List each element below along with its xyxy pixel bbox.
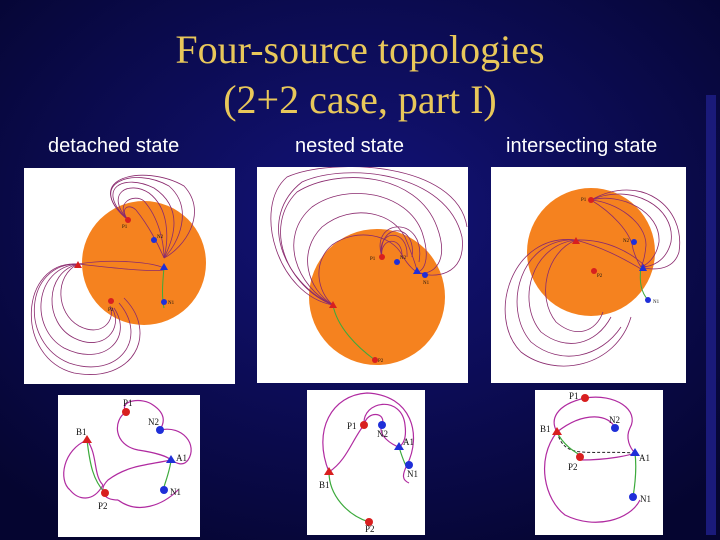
sim-label-n2: N2 (157, 235, 164, 240)
simulation-nested: P1 N2 N1 P2 (257, 167, 468, 383)
diagram-field-lines (63, 399, 192, 509)
sim-label-n1: N1 (168, 301, 175, 306)
sim-label-p1: P1 (581, 198, 587, 203)
sim-label-n1: N1 (653, 300, 660, 305)
slide-title-line2: (2+2 case, part I) (223, 77, 497, 122)
diagram-detached: P1 N2 B1 A1 P2 N1 (58, 395, 200, 537)
label-p2: P2 (98, 501, 108, 511)
sim-label-p1: P1 (370, 257, 376, 262)
field-lines-inner (379, 226, 421, 263)
diagram-intersecting: P1 N2 B1 A1 P2 N1 (535, 390, 663, 535)
slide-title-line1: Four-source topologies (175, 27, 545, 72)
field-lines-outer (270, 167, 468, 306)
label-p1: P1 (123, 398, 133, 408)
diagram-nested: P1 N2 A1 N1 B1 P2 (307, 390, 425, 535)
sun-disk-main (309, 229, 445, 365)
field-lines-lower (504, 239, 647, 367)
sim-label-p2: P2 (597, 274, 603, 279)
label-a1: A1 (639, 453, 650, 463)
label-p2: P2 (568, 462, 578, 472)
label-n1: N1 (407, 469, 418, 479)
sim-label-n2: N2 (400, 256, 407, 261)
sim-label-n2: N2 (623, 239, 630, 244)
label-p1: P1 (569, 391, 579, 401)
label-a1: A1 (176, 453, 187, 463)
sim-label-p2: P2 (108, 308, 114, 313)
label-b1: B1 (540, 424, 551, 434)
label-n2: N2 (377, 429, 388, 439)
label-b1: B1 (76, 427, 87, 437)
simulation-intersecting: P1 N2 P2 N1 (491, 167, 686, 383)
field-lines-upper (110, 174, 195, 259)
sim-label-n1: N1 (423, 281, 430, 286)
label-n1: N1 (640, 494, 651, 504)
label-b1: B1 (319, 480, 330, 490)
simulation-detached: P1 N2 P2 N1 (24, 168, 235, 384)
field-lines-lower (30, 260, 165, 375)
diagram-field-lines (544, 396, 641, 523)
sim-label-p1: P1 (122, 225, 128, 230)
label-p1: P1 (347, 421, 357, 431)
label-n1: N1 (170, 487, 181, 497)
caption-detached: detached state (48, 135, 180, 157)
label-n2: N2 (609, 415, 620, 425)
diagram-field-lines (322, 392, 415, 484)
sun-disk-main (527, 188, 655, 316)
field-lines-upper (590, 189, 681, 270)
sim-label-p2: P2 (378, 359, 384, 364)
caption-nested: nested state (295, 135, 404, 157)
label-p2: P2 (365, 524, 375, 534)
caption-intersecting: intersecting state (506, 135, 658, 157)
label-n2: N2 (148, 417, 159, 427)
label-a1: A1 (403, 437, 414, 447)
